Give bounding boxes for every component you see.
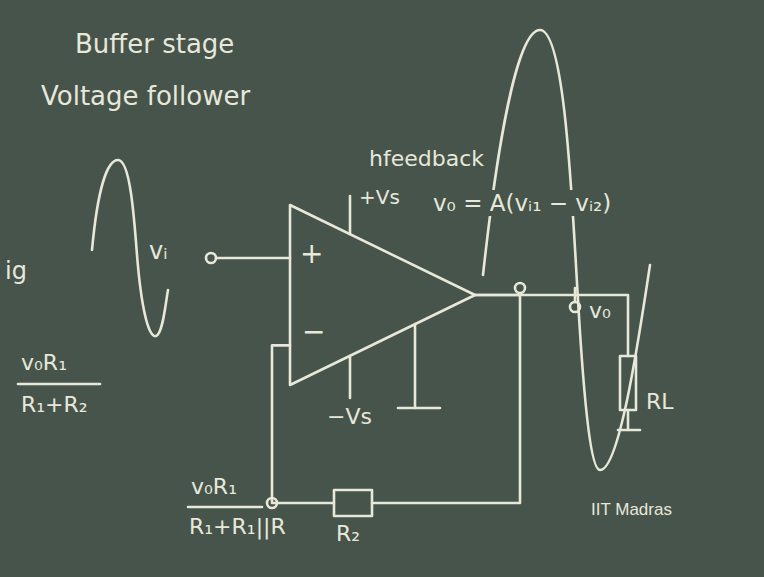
fraction-bar (188, 506, 262, 509)
note-text: hfeedback (366, 146, 487, 171)
opamp-triangle-outline (290, 205, 475, 385)
cut-off-text: ig (2, 258, 30, 286)
signal-label: vᵢ (146, 238, 171, 266)
equation-text: v₀ = A(vᵢ₁ − vᵢ₂) (430, 190, 614, 216)
resistor-symbol: RL (620, 356, 636, 410)
formula-denominator: R₁+R₂ (18, 392, 91, 417)
input-sign: − (302, 317, 325, 348)
supply-label: −Vs (324, 404, 375, 429)
ground-symbol (398, 407, 440, 410)
resistor-symbol: R₂ (334, 490, 372, 516)
formula-numerator: v₀R₁ (18, 350, 70, 375)
component-label: RL (646, 390, 674, 414)
circuit-wire (475, 295, 628, 356)
resistor-symbol-outline (620, 356, 636, 410)
opamp-triangle: +− (290, 205, 475, 385)
supply-minus-lead (349, 356, 352, 398)
heading-text: Voltage follower (38, 82, 253, 112)
load-lower-lead (627, 410, 630, 430)
input-sign: + (300, 239, 323, 270)
signal-label: v₀ (586, 298, 614, 323)
output-terminal (515, 283, 525, 293)
heading-text: Buffer stage (72, 30, 237, 60)
supply-label: +Vs (356, 186, 403, 209)
component-label: R₂ (336, 522, 360, 546)
output-probe-terminal (570, 302, 580, 312)
resistor-symbol-outline (334, 490, 372, 516)
fraction-bar (18, 383, 100, 386)
output-sine-wave (483, 30, 650, 470)
load-ground-symbol (618, 429, 640, 432)
watermark: IIT Madras (588, 500, 675, 520)
ground-lead (414, 324, 417, 408)
supply-plus-lead (349, 196, 352, 234)
formula-numerator: v₀R₁ (188, 474, 240, 499)
circuit-wire (372, 295, 520, 503)
input-wire (216, 257, 290, 260)
formula-denominator: R₁+R₁||R (186, 514, 289, 539)
input-terminal (206, 253, 216, 263)
